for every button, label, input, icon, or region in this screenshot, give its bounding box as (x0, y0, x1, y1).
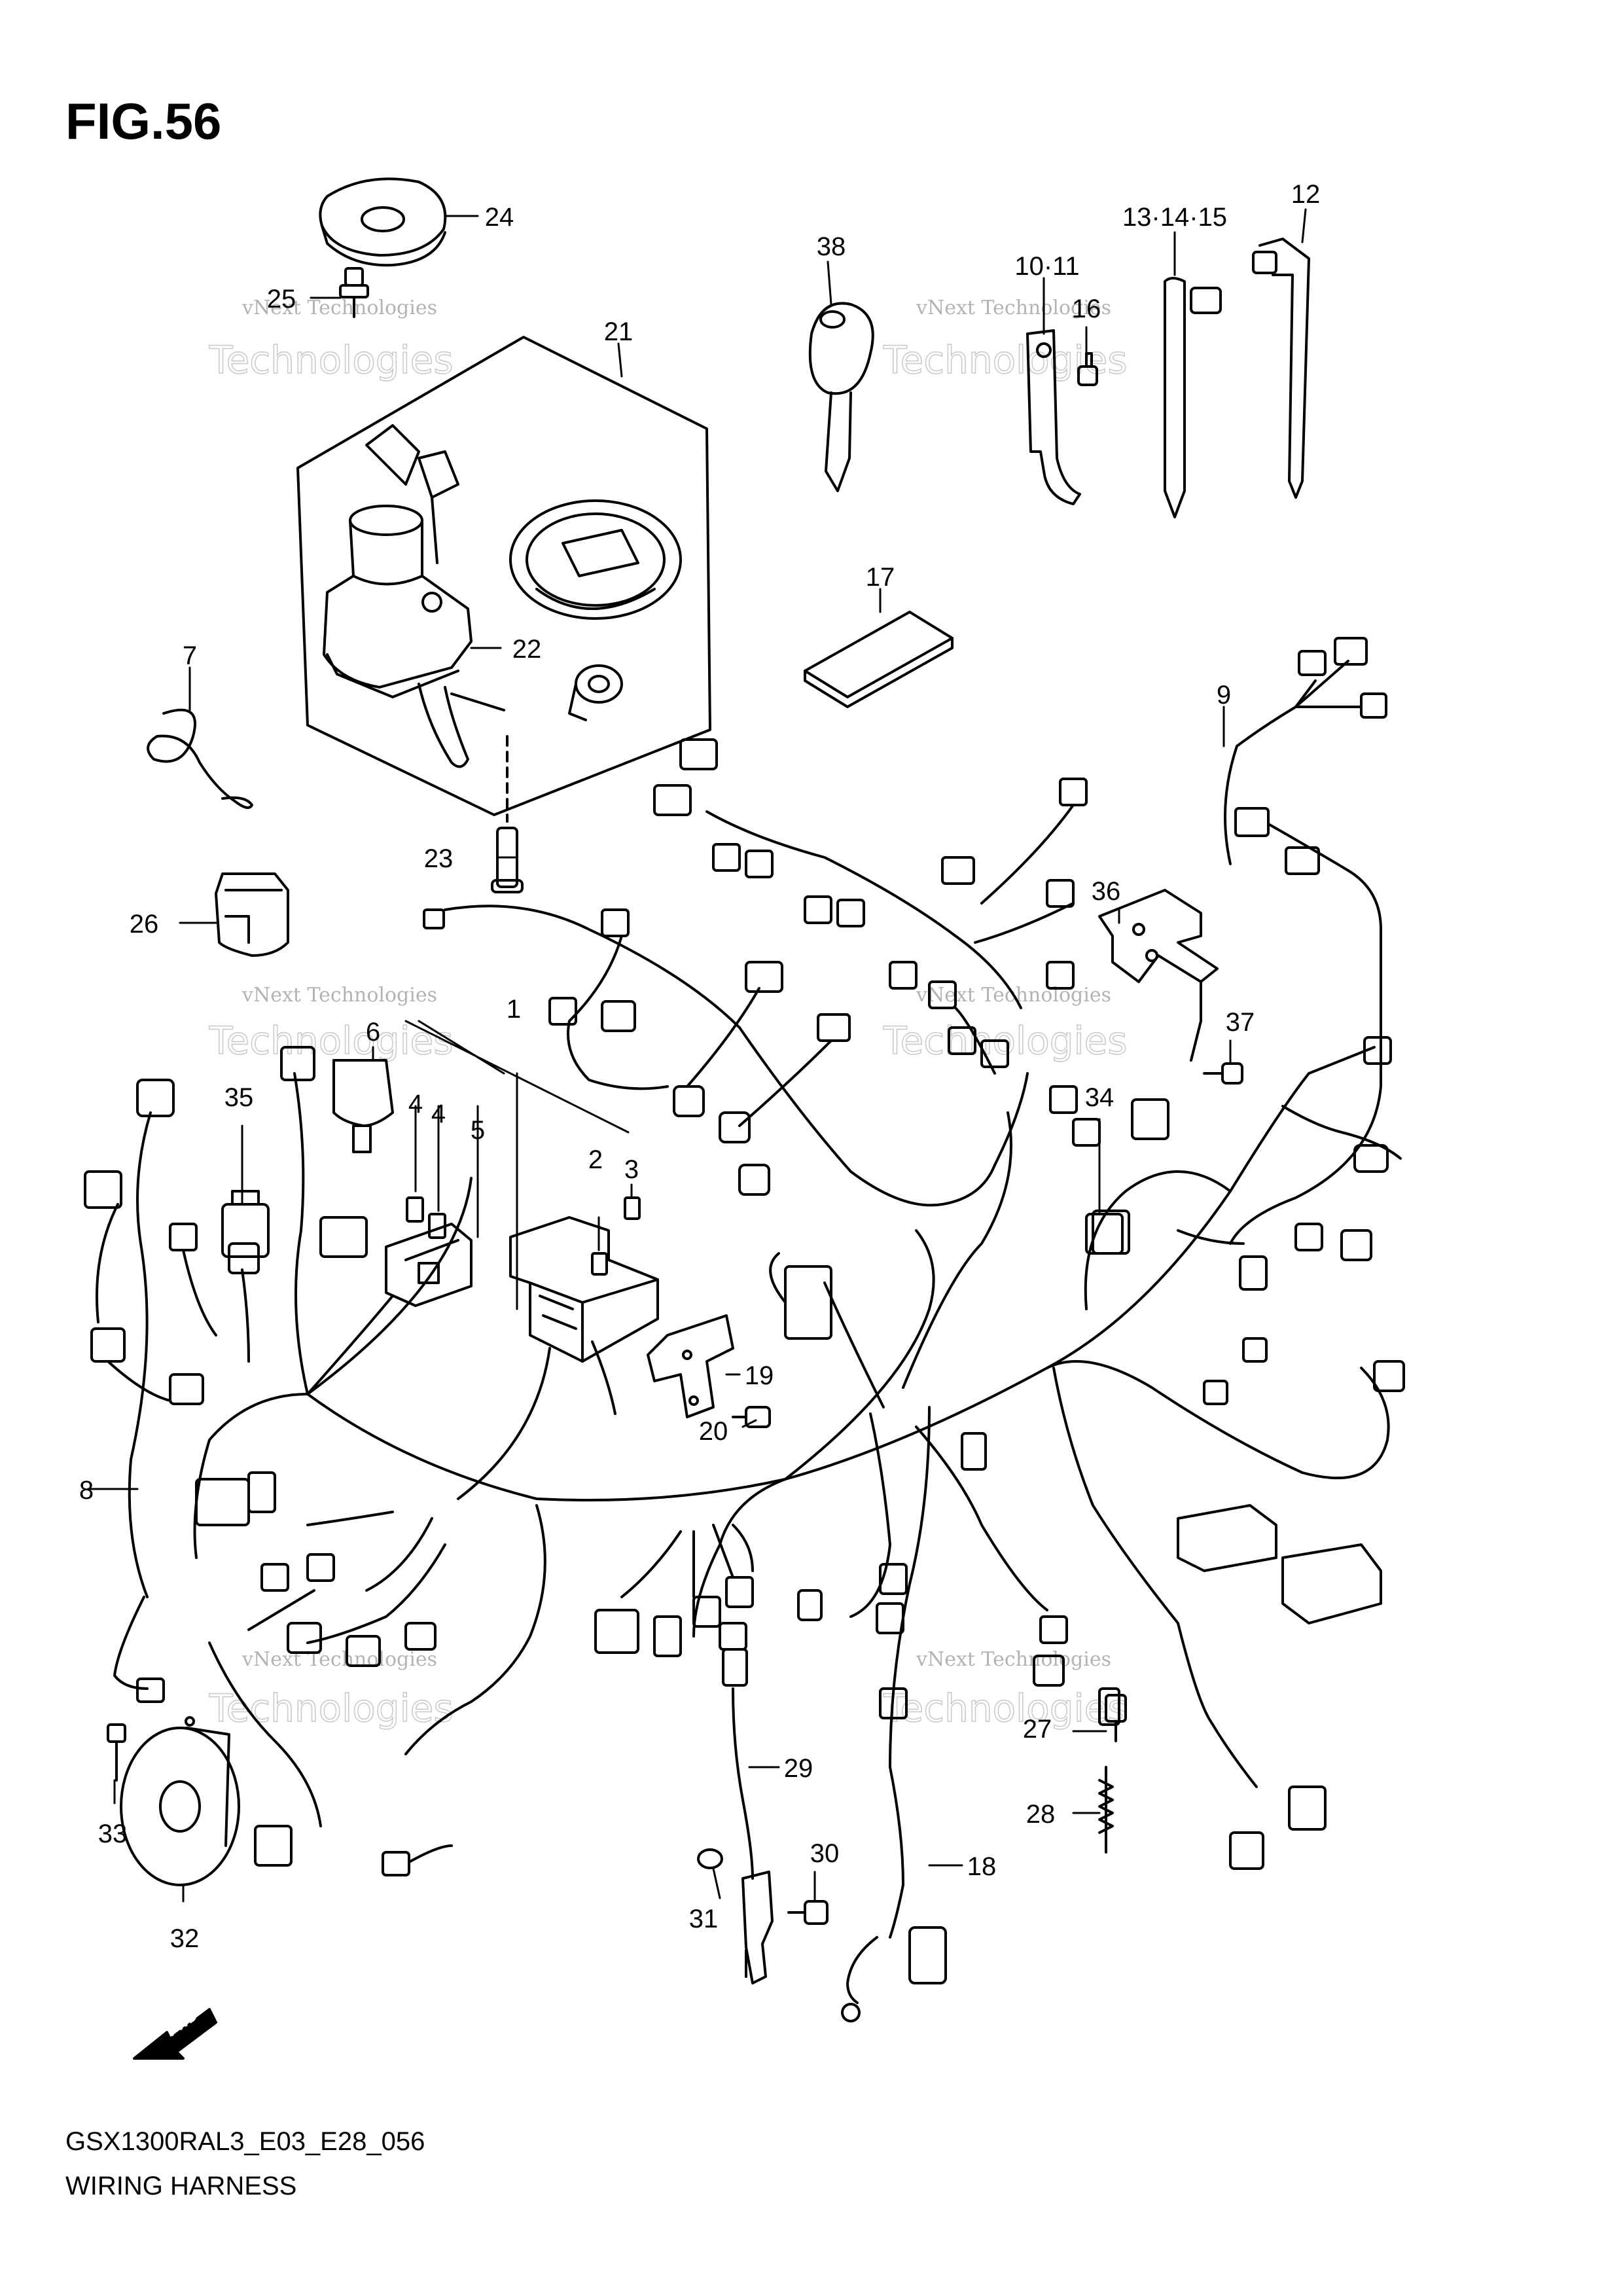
callout-8: 8 (79, 1476, 94, 1505)
callout-35: 35 (224, 1083, 254, 1112)
watermark-text: Technologies (209, 1018, 454, 1063)
callout-17: 17 (866, 563, 895, 592)
callout-22: 22 (512, 635, 542, 664)
part-19-bracket (647, 1314, 734, 1418)
part-9-sub-harness (1224, 637, 1387, 1245)
callout-9: 9 (1217, 681, 1231, 709)
part-10-11-strap (1026, 329, 1081, 505)
watermark-group: vNext Technologies Technologies vNext Te… (208, 296, 1128, 1731)
part-20-screw (732, 1406, 771, 1428)
part-21-ignition-set-frame (296, 336, 711, 816)
part-17-pad (804, 611, 954, 708)
callout-5: 5 (471, 1116, 485, 1145)
callout-24: 24 (485, 203, 514, 232)
fwd-arrow-icon (133, 2008, 217, 2060)
harness-connectors (84, 738, 1405, 2022)
part-30-screw (787, 1900, 829, 1925)
callout-16: 16 (1072, 295, 1101, 323)
callout-32: 32 (170, 1924, 200, 1953)
callout-12: 12 (1291, 180, 1321, 209)
model-code: GSX1300RAL3_E03_E28_056 (65, 2127, 425, 2156)
part-12-band (1252, 238, 1310, 499)
watermark-text: vNext Technologies (241, 984, 437, 1007)
part-28-spring (1098, 1766, 1114, 1854)
watermark-text: vNext Technologies (916, 296, 1111, 319)
watermark-text: vNext Technologies (241, 1648, 437, 1671)
callout-25: 25 (267, 285, 296, 314)
callout-27: 27 (1023, 1715, 1052, 1744)
callout-33: 33 (98, 1820, 128, 1848)
callout-30: 30 (810, 1839, 840, 1868)
callout-26: 26 (130, 910, 159, 939)
callout-2: 2 (588, 1145, 603, 1174)
watermark-text: vNext Technologies (916, 1648, 1111, 1671)
part-24-cover (319, 177, 447, 267)
part-38-key (808, 302, 874, 492)
part-26-cover (215, 872, 289, 957)
figure-title: FIG.56 (65, 92, 222, 150)
callout-4b: 4 (431, 1100, 446, 1128)
callout-34: 34 (1085, 1083, 1115, 1112)
part-33-bolt (107, 1723, 126, 1782)
watermark-text: Technologies (209, 338, 454, 382)
callout-29: 29 (784, 1754, 813, 1783)
part-31-switch (697, 1848, 774, 1984)
callout-19: 19 (745, 1361, 774, 1390)
callout-20: 20 (699, 1417, 728, 1446)
callout-10-11: 10·11 (1014, 252, 1079, 281)
part-4-fuses (406, 1196, 641, 1276)
callout-18: 18 (967, 1852, 997, 1881)
watermark-text: Technologies (209, 1686, 454, 1731)
part-7-clip (147, 708, 253, 809)
callout-3: 3 (624, 1155, 639, 1184)
leader-lines (87, 208, 1307, 1903)
callout-7: 7 (183, 641, 197, 670)
fuel-cap (509, 499, 682, 620)
callout-1: 1 (507, 995, 521, 1024)
part-34-connector (1092, 1210, 1130, 1255)
callout-6: 6 (366, 1018, 380, 1047)
part-29-sensor-lead (732, 1687, 754, 1880)
callout-13-14-15: 13·14·15 (1122, 203, 1227, 232)
part-27-switch (1105, 1694, 1127, 1742)
main-harness (193, 1036, 1402, 1939)
callout-4: 4 (408, 1090, 423, 1119)
callout-36: 36 (1092, 877, 1121, 906)
callout-labels: 1 2 3 4 4 5 6 7 8 9 10·11 12 13·14·15 16… (79, 180, 1320, 1953)
part-1-junction-box (509, 1216, 659, 1415)
part-25-screw (339, 267, 369, 318)
callout-28: 28 (1026, 1800, 1056, 1829)
callout-23: 23 (424, 844, 454, 873)
part-35-relay (221, 1190, 270, 1258)
callout-38: 38 (817, 232, 846, 261)
part-13-14-15-band (1164, 277, 1222, 518)
diagram-name: WIRING HARNESS (65, 2172, 297, 2200)
callout-31: 31 (689, 1905, 719, 1933)
callout-37: 37 (1226, 1008, 1255, 1037)
part-6-cover (332, 1059, 394, 1153)
part-36-bracket (1098, 889, 1219, 1062)
part-32-horn (120, 1716, 240, 1886)
watermark-text: vNext Technologies (241, 296, 437, 319)
part-16-screw (1077, 352, 1098, 386)
part-22-ignition-switch (323, 424, 505, 768)
seat-lock-cylinder (568, 664, 623, 721)
callout-21: 21 (604, 317, 633, 346)
watermark-text: Technologies (883, 1686, 1128, 1731)
part-37-screw (1203, 1062, 1243, 1085)
